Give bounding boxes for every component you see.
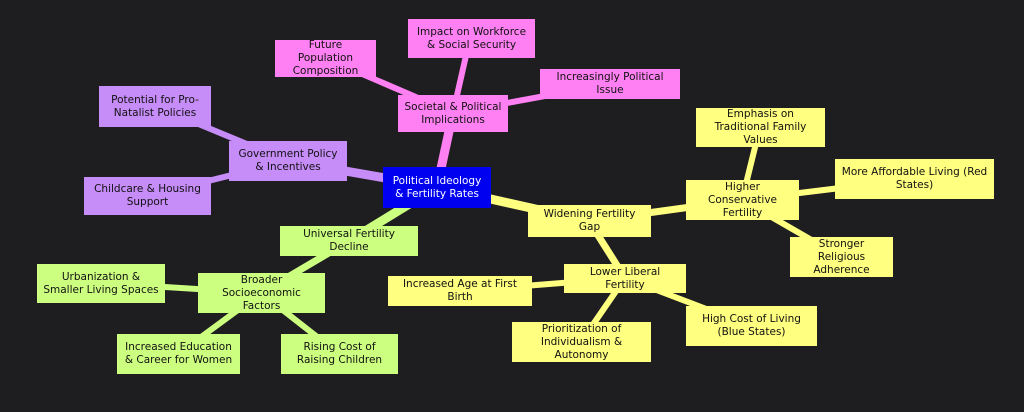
node-affordable-living[interactable]: More Affordable Living (Red States) xyxy=(835,159,994,199)
node-workforce-impact[interactable]: Impact on Workforce & Social Security xyxy=(408,19,535,58)
node-urbanization[interactable]: Urbanization & Smaller Living Spaces xyxy=(37,264,165,303)
node-future-population[interactable]: Future Population Composition xyxy=(275,39,376,77)
node-socioeconomic-factors[interactable]: Broader Socioeconomic Factors xyxy=(198,273,325,313)
node-pro-natalist[interactable]: Potential for Pro-Natalist Policies xyxy=(99,86,211,127)
node-age-first-birth[interactable]: Increased Age at First Birth xyxy=(388,276,532,306)
node-societal-implications[interactable]: Societal & Political Implications xyxy=(398,95,508,132)
node-universal-decline[interactable]: Universal Fertility Decline xyxy=(280,226,418,256)
node-political-issue[interactable]: Increasingly Political Issue xyxy=(540,69,680,99)
node-government-policy[interactable]: Government Policy & Incentives xyxy=(229,141,347,181)
node-individualism[interactable]: Prioritization of Individualism & Autono… xyxy=(512,322,651,362)
node-blue-states-cost[interactable]: High Cost of Living (Blue States) xyxy=(686,306,817,346)
node-childcare-housing[interactable]: Childcare & Housing Support xyxy=(84,177,211,215)
node-widening-gap[interactable]: Widening Fertility Gap xyxy=(528,205,651,237)
node-liberal-fertility[interactable]: Lower Liberal Fertility xyxy=(564,264,686,293)
node-religious-adherence[interactable]: Stronger Religious Adherence xyxy=(790,237,893,277)
node-traditional-values[interactable]: Emphasis on Traditional Family Values xyxy=(696,108,825,147)
node-education-career[interactable]: Increased Education & Career for Women xyxy=(117,334,240,374)
node-rising-cost[interactable]: Rising Cost of Raising Children xyxy=(281,334,398,374)
node-conservative-fertility[interactable]: Higher Conservative Fertility xyxy=(686,180,799,220)
root-node[interactable]: Political Ideology & Fertility Rates xyxy=(383,167,491,208)
